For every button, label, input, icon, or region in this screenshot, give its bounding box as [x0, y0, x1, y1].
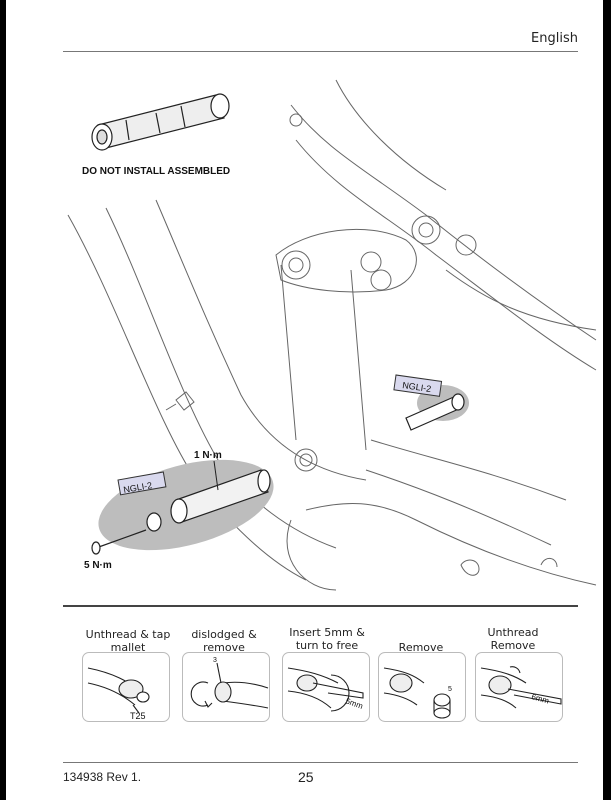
dislodge-illustration: 3 — [190, 657, 269, 709]
rocker-link — [275, 228, 417, 293]
warning-label: DO NOT INSTALL ASSEMBLED — [82, 166, 230, 177]
manual-page: English — [6, 0, 603, 800]
remove-sleeve-illustration: 5 — [383, 667, 452, 719]
frame-illustration: DO NOT INSTALL ASSEMBLED NGLI-2 1 N·m 5 … — [67, 79, 597, 591]
grease-tube-left: NGLI-2 — [117, 471, 167, 496]
step-4-caption: Remove — [398, 641, 444, 654]
language-label: English — [531, 31, 578, 46]
bb-shell — [294, 448, 318, 472]
step-1-tag: T25 — [130, 711, 146, 721]
step-1-panel: T25 — [82, 652, 170, 722]
step-1-caption: Unthread & tap mallet — [85, 628, 171, 654]
svg-text:NGLI-2: NGLI-2 — [123, 480, 153, 495]
mallet-tool-illustration: T25 — [87, 667, 150, 721]
grease-tube-right: NGLI-2 — [393, 374, 443, 397]
step-5-caption: Unthread Remove — [487, 626, 539, 652]
hex-key-illustration: 5mm — [287, 667, 364, 712]
document-code: 134938 Rev 1. — [63, 770, 142, 784]
step-2-tag: 3 — [213, 657, 217, 664]
step-4-panel: 5 — [378, 652, 466, 722]
page-number: 25 — [298, 769, 314, 785]
footer-rule — [63, 762, 578, 763]
step-2-caption: dislodged & remove — [191, 628, 257, 654]
pivot-bolt — [405, 393, 465, 431]
assembled-axle-thumbnail — [91, 93, 230, 151]
step-3-panel: 5mm — [282, 652, 370, 722]
svg-text:NGLI-2: NGLI-2 — [402, 380, 432, 394]
header-rule — [63, 51, 578, 52]
step-3-tag: 5mm — [344, 696, 364, 711]
step-5-tag: 6mm — [530, 692, 550, 705]
step-2-panel: 3 — [182, 652, 270, 722]
step-3-caption: Insert 5mm & turn to free — [289, 626, 365, 652]
step-4-tag: 5 — [448, 686, 452, 693]
torque-label-upper: 1 N·m — [194, 450, 222, 461]
unthread-illustration: 6mm — [480, 666, 562, 709]
frame-seattube — [280, 264, 367, 451]
frame-downtube-line — [67, 214, 307, 581]
step-5-panel: 6mm — [475, 652, 563, 722]
axle-exploded-parts — [91, 469, 271, 555]
section-divider — [63, 605, 578, 607]
torque-label-lower: 5 N·m — [84, 560, 112, 571]
